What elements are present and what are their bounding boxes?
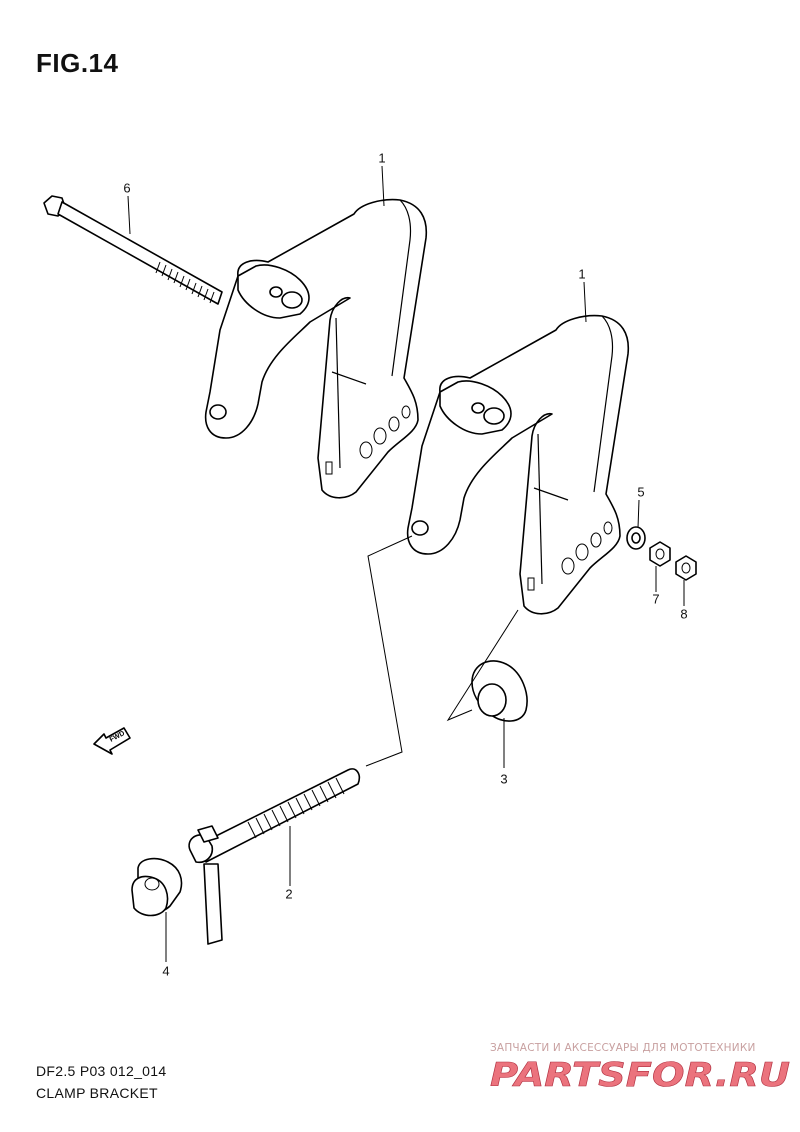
diagram-name: CLAMP BRACKET xyxy=(36,1085,158,1101)
watermark-logo-text: PARTSFOR.RU xyxy=(490,1055,790,1094)
watermark-logo: PARTSFOR.RU xyxy=(490,1055,791,1094)
callout-part-4: 4 xyxy=(162,963,170,979)
callout-part-1-upper: 1 xyxy=(378,150,386,166)
pad-part-3[interactable] xyxy=(471,660,528,722)
callout-part-2: 2 xyxy=(285,886,293,902)
watermark-tagline: ЗАПЧАСТИ И АКСЕССУАРЫ ДЛЯ МОТОТЕХНИКИ xyxy=(490,1042,756,1054)
clamp-screw-part-2[interactable] xyxy=(188,768,361,945)
callout-part-6: 6 xyxy=(123,180,131,196)
callout-part-1-lower: 1 xyxy=(578,266,586,282)
clamp-bracket-part-1-upper[interactable] xyxy=(204,198,428,499)
leader-lines xyxy=(127,165,685,962)
figure-title: FIG.14 xyxy=(36,48,119,78)
fwd-direction-arrow xyxy=(93,727,131,755)
callout-part-5: 5 xyxy=(637,484,645,500)
assembly-guide-lines xyxy=(365,535,519,767)
clamp-bracket-part-1-lower[interactable] xyxy=(406,314,630,615)
nut-part-7[interactable] xyxy=(649,541,671,567)
bolt-part-6[interactable] xyxy=(43,195,223,305)
lock-nut-part-8[interactable] xyxy=(675,555,697,581)
cap-part-4[interactable] xyxy=(131,857,183,917)
washer-part-5[interactable] xyxy=(626,526,646,550)
callout-part-7: 7 xyxy=(652,591,660,607)
diagram-code: DF2.5 P03 012_014 xyxy=(36,1063,167,1079)
callout-part-8: 8 xyxy=(680,606,688,622)
callout-part-3: 3 xyxy=(500,771,508,787)
